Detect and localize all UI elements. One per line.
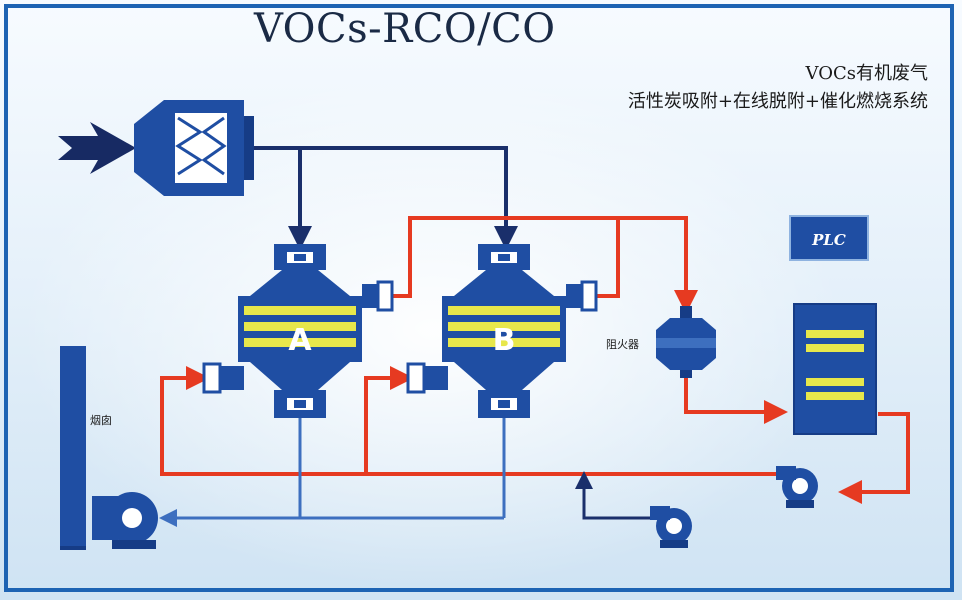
chimney: 烟囱	[60, 346, 112, 550]
fresh-air-fan-icon	[650, 506, 692, 548]
catalytic-combustion-bed	[793, 303, 877, 435]
prefilter-unit	[134, 100, 254, 196]
subtitle-line-2: 活性炭吸附+在线脱附+催化燃烧系统	[627, 91, 928, 112]
adsorption-tower-b: B	[406, 244, 598, 418]
inlet-arrow-icon	[58, 122, 136, 174]
hot-air-pipes	[160, 216, 910, 504]
diagram-frame	[4, 4, 954, 592]
clean-exhaust-pipes	[159, 418, 506, 527]
tower-b-label: B	[493, 323, 516, 358]
fresh-air-pipe	[575, 471, 650, 520]
tower-a-label: A	[288, 323, 312, 358]
flame-arrester: 阻火器	[606, 306, 716, 378]
plc-label: PLC	[811, 231, 846, 249]
diagram-subtitle: VOCs有机废气 活性炭吸附+在线脱附+催化燃烧系统	[628, 60, 928, 116]
diagram-title: VOCs-RCO/CO	[254, 6, 556, 52]
adsorption-tower-a: A	[202, 244, 394, 418]
flame-arrester-label: 阻火器	[606, 338, 639, 351]
subtitle-line-1: VOCs有机废气	[805, 63, 928, 84]
plc-controller: PLC	[789, 215, 869, 261]
desorption-fan-icon	[776, 466, 818, 508]
chimney-label: 烟囱	[90, 413, 112, 427]
exhaust-fan-icon	[92, 492, 158, 549]
inlet-pipes	[254, 146, 518, 250]
